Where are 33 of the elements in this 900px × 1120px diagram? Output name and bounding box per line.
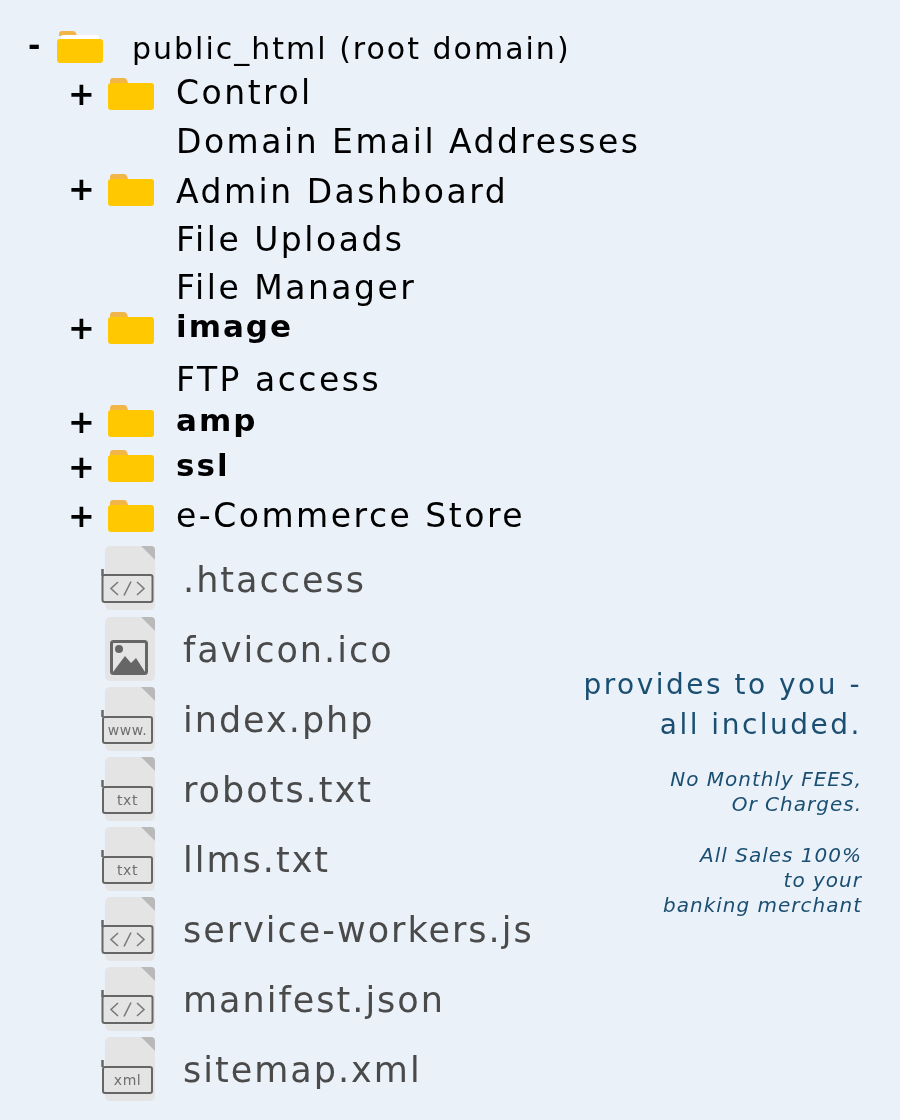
promo-text: provides to you - all included. — [583, 667, 862, 743]
folder-name: public_html (root domain) — [132, 31, 571, 67]
file-type-tag: xml — [102, 1066, 153, 1094]
tree-item-text: File Uploads — [176, 220, 405, 260]
file-name: sitemap.xml — [183, 1049, 422, 1091]
file-name: .htaccess — [183, 559, 366, 601]
collapse-toggle: - — [28, 28, 41, 64]
note-text: No Monthly FEES, Or Charges. — [670, 767, 862, 817]
note-text: All Sales 100% to your banking merchant — [663, 843, 862, 918]
tree-item-text: Domain Email Addresses — [176, 122, 641, 162]
expand-toggle: + — [68, 496, 95, 536]
folder-name: Admin Dashboard — [176, 172, 509, 212]
file-name: llms.txt — [183, 839, 331, 881]
expand-toggle: + — [68, 169, 95, 209]
expand-toggle: + — [68, 447, 95, 487]
file-name: index.php — [183, 699, 375, 741]
file-name: robots.txt — [183, 769, 373, 811]
expand-toggle: + — [68, 402, 95, 442]
tree-item-text: FTP access — [176, 360, 382, 400]
tree-item-text: File Manager — [176, 268, 417, 308]
file-name: service-workers.js — [183, 909, 534, 951]
folder-name: image — [176, 308, 294, 346]
folder-name: amp — [176, 402, 258, 440]
file-type-tag: www. — [102, 716, 153, 744]
folder-name: ssl — [176, 447, 230, 485]
folder-name: e-Commerce Store — [176, 496, 526, 536]
file-type-tag: txt — [102, 786, 153, 814]
expand-toggle: + — [68, 308, 95, 348]
file-name: manifest.json — [183, 979, 445, 1021]
folder-name: Control — [176, 73, 313, 113]
file-name: favicon.ico — [183, 629, 394, 671]
file-type-tag: txt — [102, 856, 153, 884]
expand-toggle: + — [68, 74, 95, 114]
